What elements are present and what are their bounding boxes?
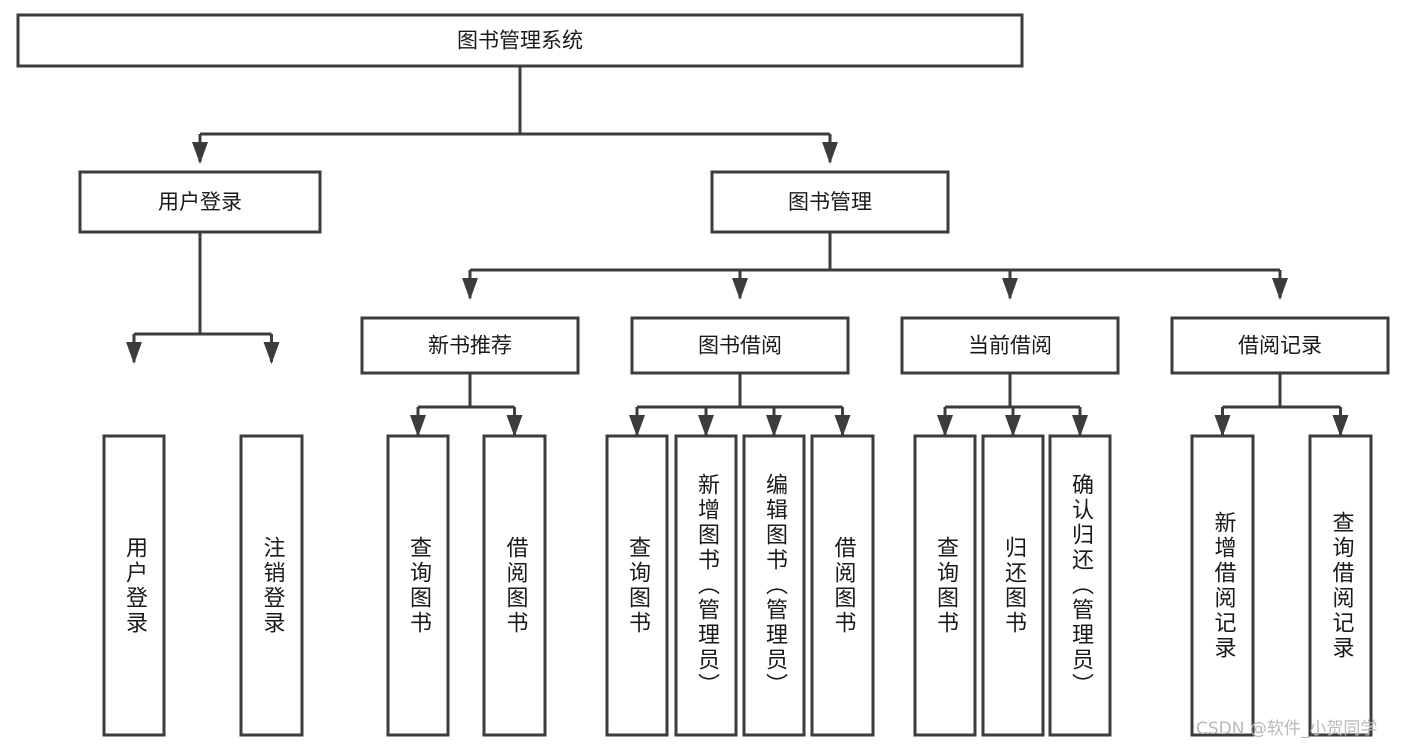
node-box-leaf-query-book-2[interactable] (605, 434, 669, 737)
node-label-user-login: 用户登录 (158, 190, 242, 214)
node-box-leaf-add-record[interactable] (1190, 434, 1255, 737)
node-label-new-book-recommend: 新书推荐 (428, 334, 512, 358)
arrow-head-icon-book-management-3 (1272, 278, 1288, 300)
connectors-layer (126, 66, 1349, 437)
node-box-book-management[interactable] (710, 170, 950, 234)
arrow-head-icon-root-1 (822, 142, 838, 164)
node-box-leaf-return-book[interactable] (981, 434, 1045, 737)
node-box-current-borrow[interactable] (900, 316, 1120, 375)
arrow-head-icon-user-login-0 (126, 342, 142, 364)
arrow-head-icon-current-borrow-2 (1072, 415, 1088, 437)
arrow-head-icon-new-book-recommend-1 (506, 415, 523, 437)
node-box-leaf-add-book[interactable] (674, 434, 738, 737)
arrow-head-icon-book-management-0 (462, 278, 478, 300)
node-box-leaf-confirm-return[interactable] (1048, 434, 1112, 737)
boxes-layer (16, 13, 1390, 737)
csdn-watermark: CSDN @软件_小贺同学 (1196, 719, 1378, 739)
arrow-head-icon-book-management-2 (1002, 278, 1018, 300)
node-box-leaf-borrow-book-1[interactable] (482, 434, 547, 737)
arrow-head-icon-current-borrow-0 (937, 415, 953, 437)
arrow-head-icon-borrow-record-0 (1214, 415, 1231, 437)
node-box-leaf-query-book-1[interactable] (386, 434, 450, 737)
node-box-user-login[interactable] (78, 170, 322, 234)
node-label-current-borrow: 当前借阅 (968, 334, 1052, 358)
node-box-leaf-user-login[interactable] (102, 434, 166, 737)
arrow-head-icon-book-borrow-0 (629, 415, 645, 437)
node-box-leaf-query-book-3[interactable] (913, 434, 977, 737)
node-box-book-borrow[interactable] (630, 316, 850, 375)
node-label-book-borrow: 图书借阅 (698, 334, 782, 358)
node-box-leaf-user-logout[interactable] (239, 434, 304, 737)
node-label-book-management: 图书管理 (788, 190, 872, 214)
node-box-root[interactable] (16, 13, 1024, 68)
arrow-head-icon-borrow-record-1 (1332, 415, 1349, 437)
arrow-head-icon-root-0 (192, 142, 208, 164)
node-box-new-book-recommend[interactable] (360, 316, 580, 375)
arrow-head-icon-book-management-1 (732, 278, 748, 300)
arrow-head-icon-current-borrow-1 (1005, 415, 1021, 437)
node-box-leaf-query-record[interactable] (1308, 434, 1373, 737)
node-box-borrow-record[interactable] (1170, 316, 1390, 375)
arrow-head-icon-user-login-1 (263, 342, 280, 364)
arrow-head-icon-book-borrow-2 (766, 415, 782, 437)
node-label-root: 图书管理系统 (457, 29, 583, 53)
node-box-leaf-borrow-book-2[interactable] (810, 434, 875, 737)
node-box-leaf-edit-book[interactable] (742, 434, 806, 737)
node-label-borrow-record: 借阅记录 (1238, 334, 1322, 358)
arrow-head-icon-book-borrow-1 (698, 415, 714, 437)
arrow-head-icon-new-book-recommend-0 (410, 415, 426, 437)
arrow-head-icon-book-borrow-3 (834, 415, 851, 437)
